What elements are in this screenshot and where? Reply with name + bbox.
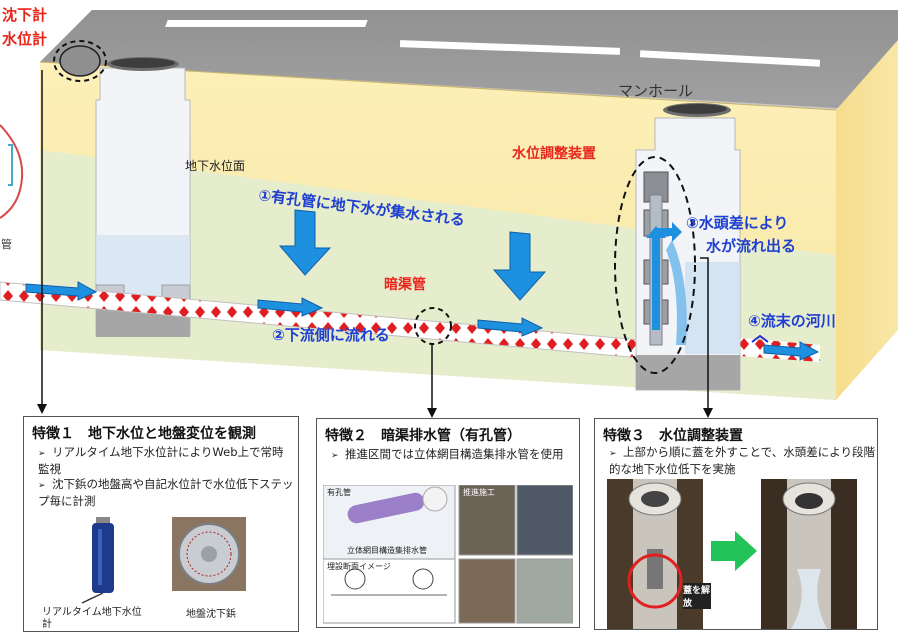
infiltration-arrows [278,209,547,301]
device-after-photo [761,479,857,629]
panel-2-caption-1: 有孔管 [327,488,351,497]
feature-panel-2: 特徴２ 暗渠排水管（有孔管） ➢推進区間では立体網目構造集排水管を使用 有孔管 … [316,418,580,628]
groundwater-surface-label: 地下水位面 [185,158,245,173]
panel-3-bullet-1: ➢上部から順に蓋を外すことで、水頭差により段階的な地下水位低下を実施 [609,445,875,476]
step4-label: ④流末の河川 [748,312,836,330]
panel-1-bullet-1: ➢リアルタイム地下水位計によりWeb上で常時監視 [38,445,284,476]
feature-panel-1: 特徴１ 地下水位と地盤変位を観測 ➢リアルタイム地下水位計によりWeb上で常時監… [23,416,299,632]
left-edge-circle [0,124,24,219]
soil-side-face [836,40,898,400]
device-highlight-ring [614,156,696,374]
water-level-meter-photo [81,517,114,604]
manhole-label: マンホール [618,82,693,100]
drain-pipe-label: 暗渠管 [384,276,426,293]
lane-mark [165,20,368,27]
sensor-highlight-ring [53,40,107,82]
bullet-arrow-icon: ➢ [38,481,46,491]
panel-1-caption-1: リアルタイム地下水位計 [42,607,142,630]
bullet-arrow-icon: ➢ [38,449,46,459]
down-arrow [492,231,547,301]
step3-label-line1: ③水頭差により [686,214,788,232]
bullet-arrow-icon: ➢ [609,449,617,459]
pipe-flow-arrows [25,281,820,361]
lane-mark [399,40,621,55]
green-right-arrow-icon [711,531,757,571]
panel-3-caption-1: 蓋を解放 [683,583,711,609]
left-edge-label: 管 [1,237,12,251]
sensor-label-line2: 水位計 [2,30,47,48]
bullet-arrow-icon: ➢ [331,451,339,461]
panel-1-caption-2: 地盤沈下鋲 [186,609,236,620]
panel-2-title: 特徴２ 暗渠排水管（有孔管） [325,428,521,444]
panel-2-bullet-1: ➢推進区間では立体網目構造集排水管を使用 [331,447,571,464]
device-before-photo [607,479,703,629]
panel-2-caption-2: 推進施工 [463,488,495,497]
pipe-highlight-ring [414,307,452,345]
lane-mark [639,50,821,67]
sensor-label-line1: 沈下計 [2,6,47,24]
panel-3-title: 特徴３ 水位調整装置 [603,428,743,444]
panel-1-bullet-2: ➢沈下鋲の地盤高や自記水位計で水位低下ステップ毎に計測 [38,477,294,508]
perforated-pipe-photos [323,485,573,624]
step2-label: ②下流側に流れる [272,326,390,344]
down-arrow [278,209,332,276]
device-label: 水位調整装置 [512,145,596,162]
right-manhole [635,103,741,391]
panel-2-caption-3: 立体網目構造集排水管 [347,546,427,555]
leader-lines [41,70,709,414]
step3-label-line2: 水が流れ出る [706,237,796,255]
sensor-marker [59,45,101,77]
feature-panel-3: 特徴３ 水位調整装置 ➢上部から順に蓋を外すことで、水頭差により段階的な地下水位… [594,418,878,630]
panel-1-title: 特徴１ 地下水位と地盤変位を観測 [32,426,256,442]
settlement-pin-photo [172,517,246,591]
panel-2-caption-4: 埋設断面イメージ [327,562,391,571]
